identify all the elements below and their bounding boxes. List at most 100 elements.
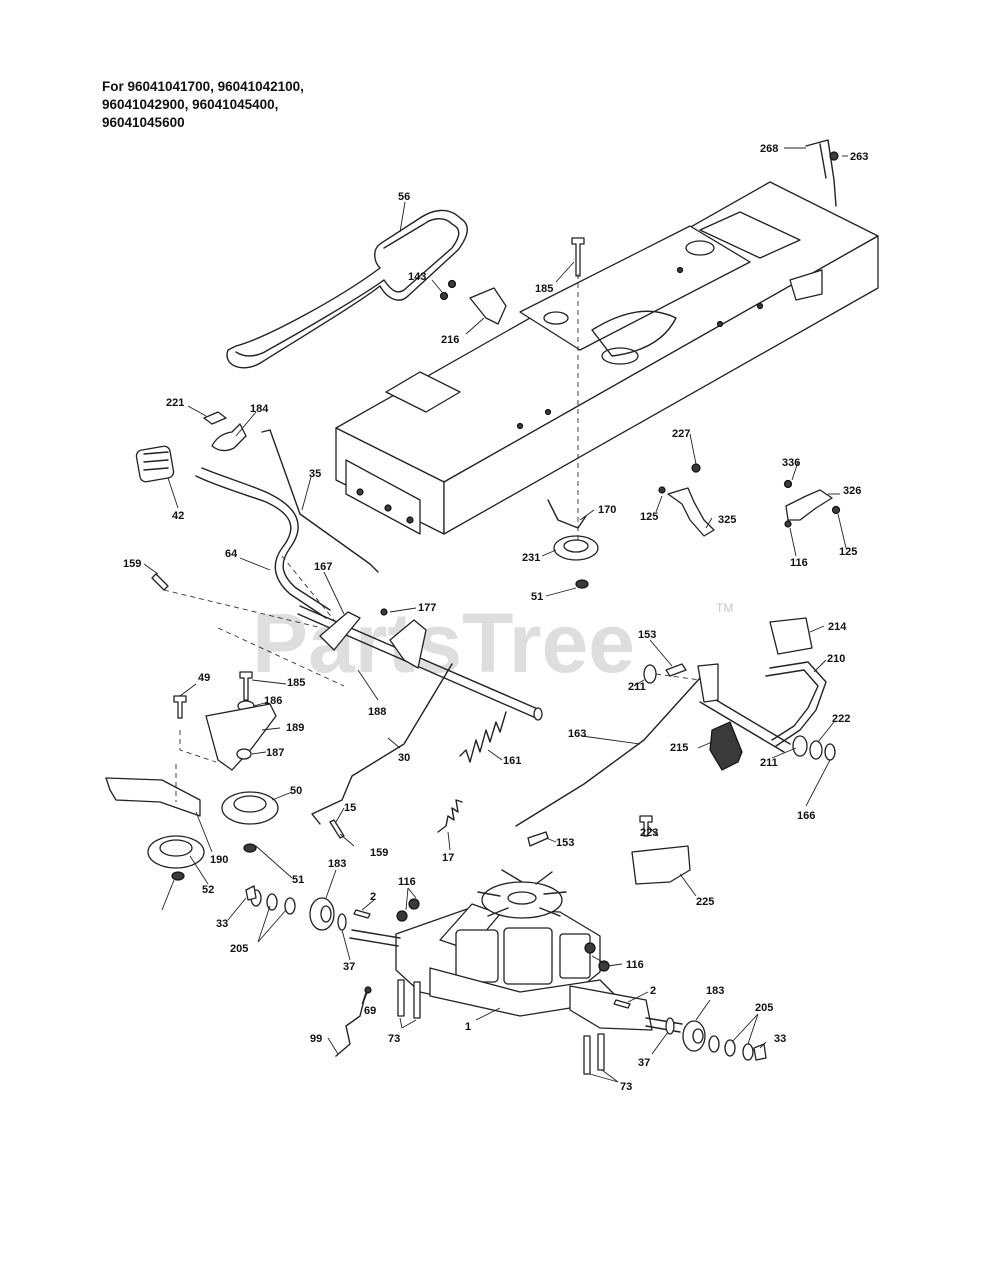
- callout-263: 263: [850, 151, 868, 163]
- callout-190: 190: [210, 854, 228, 866]
- bolt-336: [783, 479, 793, 489]
- bracket-188: [389, 619, 427, 669]
- callout-183: 183: [328, 858, 346, 870]
- alignment-lines: [163, 274, 701, 802]
- callout-221: 221: [166, 397, 184, 409]
- pin-153-a: [665, 663, 687, 677]
- rod-163: [515, 677, 701, 827]
- pin-15: [329, 819, 345, 839]
- bushing-187: [236, 748, 252, 760]
- callout-69: 69: [364, 1005, 376, 1017]
- callout-159-b: 159: [370, 847, 388, 859]
- callout-153-b: 153: [556, 837, 574, 849]
- callout-143: 143: [408, 271, 426, 283]
- callout-205-b: 205: [755, 1002, 773, 1014]
- callout-268: 268: [760, 143, 778, 155]
- callout-177: 177: [418, 602, 436, 614]
- callout-163: 163: [568, 728, 586, 740]
- bracket-167: [319, 611, 361, 651]
- callout-37-b: 37: [638, 1057, 650, 1069]
- grip-42: [135, 445, 175, 483]
- nut-227: [691, 463, 701, 473]
- pedal-shaft: [699, 693, 791, 753]
- pin-153-b: [527, 831, 549, 847]
- callout-37: 37: [343, 961, 355, 973]
- bolt-49: [173, 695, 187, 719]
- callout-42: 42: [172, 510, 184, 522]
- callout-30: 30: [398, 752, 410, 764]
- callout-50: 50: [290, 785, 302, 797]
- leader-lines: [143, 147, 848, 1083]
- washer-205-a3: [284, 897, 296, 915]
- callout-186: 186: [264, 695, 282, 707]
- callout-222: 222: [832, 713, 850, 725]
- spring-161: [459, 711, 507, 763]
- callout-125: 125: [640, 511, 658, 523]
- key-2-a: [353, 909, 371, 919]
- callout-185: 185: [535, 283, 553, 295]
- bolt-263: [829, 151, 839, 161]
- callout-33-b: 33: [774, 1033, 786, 1045]
- guard-190: [105, 777, 201, 817]
- model-numbers-line-3: 96041045600: [102, 115, 185, 130]
- spring-17: [437, 799, 463, 833]
- callout-210: 210: [827, 653, 845, 665]
- bracket-325: [667, 487, 715, 537]
- nut-116-a: [396, 910, 408, 922]
- key-2-b: [613, 999, 631, 1009]
- callout-211-b: 211: [760, 757, 778, 769]
- pedal-pad-214: [769, 617, 813, 655]
- cap-184: [211, 423, 247, 452]
- callout-1: 1: [465, 1021, 471, 1033]
- callout-336: 336: [782, 457, 800, 469]
- callout-161: 161: [503, 755, 521, 767]
- callout-64: 64: [225, 548, 238, 560]
- washer-205-b3: [742, 1043, 754, 1061]
- rod-99: [335, 989, 369, 1057]
- clip-33-b: [753, 1043, 767, 1061]
- axle-right: [645, 1017, 683, 1033]
- plate-189: [205, 703, 277, 771]
- carriage-bolt-185-mid: [239, 671, 253, 701]
- drive-belt: [226, 209, 468, 369]
- callout-116-b: 116: [398, 876, 416, 888]
- callout-216: 216: [441, 334, 459, 346]
- model-numbers-line-2: 96041042900, 96041045400,: [102, 97, 279, 112]
- rod-35: [261, 429, 379, 573]
- callout-185-b: 185: [287, 677, 305, 689]
- callout-49: 49: [198, 672, 210, 684]
- nut-116-c: [584, 942, 596, 954]
- axle-left: [349, 929, 401, 947]
- callout-184: 184: [250, 403, 269, 415]
- callout-231: 231: [522, 552, 540, 564]
- callout-159: 159: [123, 558, 141, 570]
- callout-51: 51: [531, 591, 543, 603]
- callout-15: 15: [344, 802, 356, 814]
- callout-326: 326: [843, 485, 861, 497]
- pedal-arm-210: [765, 661, 827, 747]
- callout-188: 188: [368, 706, 386, 718]
- drive-belt-inner: [235, 218, 460, 357]
- callout-73-b: 73: [620, 1081, 632, 1093]
- bolt-125-a: [658, 486, 666, 494]
- callout-227: 227: [672, 428, 690, 440]
- callout-2-b: 2: [650, 985, 656, 997]
- bolts-73-b: [583, 1033, 605, 1075]
- watermark-trademark: TM: [716, 601, 733, 615]
- washer-37-b: [665, 1017, 675, 1035]
- callout-51-b: 51: [292, 874, 304, 886]
- nut-51-c: [171, 871, 185, 881]
- callout-35: 35: [309, 468, 321, 480]
- callout-125-b: 125: [839, 546, 857, 558]
- callout-56: 56: [398, 191, 410, 203]
- callout-99: 99: [310, 1033, 322, 1045]
- callout-214: 214: [828, 621, 847, 633]
- washer-205-b1: [708, 1035, 720, 1053]
- clip-33-a: [245, 885, 257, 901]
- callout-17: 17: [442, 852, 454, 864]
- nut-51-a: [575, 579, 589, 589]
- model-number-header: For 96041041700, 96041042100, 9604104290…: [102, 78, 402, 132]
- bracket-326: [785, 489, 833, 521]
- nut-51-b: [243, 843, 257, 853]
